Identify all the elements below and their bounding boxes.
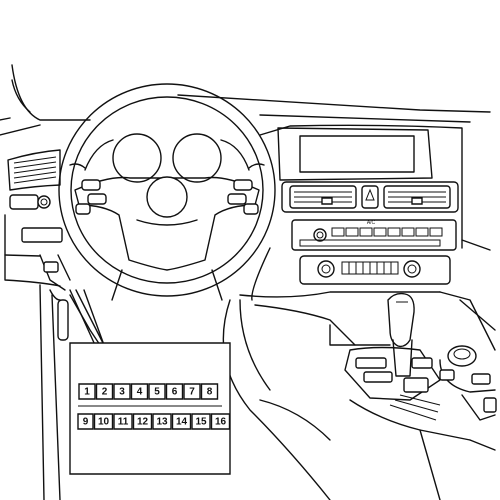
left-lower-panel [40, 255, 70, 290]
steering-wheel [59, 84, 275, 300]
ac-label: A/C [367, 220, 376, 226]
connector-pin-10: 10 [95, 414, 113, 429]
connector-pin-label: 2 [102, 387, 108, 398]
connector-pin-label: 1 [84, 387, 90, 398]
connector-pin-label: 12 [137, 417, 149, 428]
connector-pin-box [149, 384, 165, 399]
lower-cabin-lines [223, 300, 495, 500]
connector-pin-9: 9 [78, 414, 93, 429]
connector-pin-box [134, 414, 152, 429]
connector-pin-box [153, 414, 171, 429]
connector-pin-box [78, 414, 93, 429]
connector-pin-label: 14 [176, 417, 188, 428]
climate-control-panel: A/C [292, 220, 456, 284]
connector-pin-row-bottom: 9 10 11 12 13 14 15 16 [78, 414, 230, 429]
connector-pin-6: 6 [167, 384, 183, 399]
connector-pin-label: 7 [189, 387, 195, 398]
connector-pin-box [132, 384, 148, 399]
connector-pin-4: 4 [132, 384, 148, 399]
connector-pin-label: 4 [137, 387, 143, 398]
center-air-vents [282, 182, 458, 212]
center-display [278, 128, 432, 180]
connector-leader [70, 290, 104, 345]
connector-pin-15: 15 [192, 414, 210, 429]
connector-pin-box [97, 384, 113, 399]
connector-pin-box [212, 414, 230, 429]
connector-pin-1: 1 [79, 384, 95, 399]
connector-pin-label: 15 [195, 417, 207, 428]
connector-pin-label: 10 [98, 417, 110, 428]
connector-pin-2: 2 [97, 384, 113, 399]
connector-pin-13: 13 [153, 414, 171, 429]
footwell [40, 285, 104, 500]
connector-pin-label: 11 [118, 417, 129, 428]
center-console [240, 248, 495, 350]
connector-pin-label: 16 [215, 417, 227, 428]
dashboard-outline [5, 95, 490, 286]
a-pillar [0, 65, 90, 135]
connector-pin-label: 6 [172, 387, 178, 398]
connector-pin-16: 16 [212, 414, 230, 429]
connector-pin-label: 13 [156, 417, 168, 428]
connector-pin-5: 5 [149, 384, 165, 399]
connector-pin-box [173, 414, 191, 429]
connector-pin-box [79, 384, 95, 399]
connector-pin-12: 12 [134, 414, 152, 429]
connector-pin-label: 5 [154, 387, 160, 398]
left-air-vent [8, 150, 62, 242]
connector-pin-box [202, 384, 218, 399]
connector-pin-box [184, 384, 200, 399]
connector-pin-box [114, 384, 130, 399]
connector-pin-8: 8 [202, 384, 218, 399]
connector-pin-box [114, 414, 132, 429]
connector-pin-7: 7 [184, 384, 200, 399]
connector-pin-14: 14 [173, 414, 191, 429]
connector-pin-box [192, 414, 210, 429]
idrive-controller [440, 346, 496, 420]
connector-pin-label: 3 [119, 387, 125, 398]
gear-shifter [345, 294, 440, 420]
connector-pin-label: 9 [83, 417, 89, 428]
connector-pin-box [95, 414, 113, 429]
connector-pin-3: 3 [114, 384, 130, 399]
connector-pin-box [167, 384, 183, 399]
connector-pin-label: 8 [207, 387, 213, 398]
climate-buttons-row [300, 228, 442, 246]
connector-pin-11: 11 [114, 414, 132, 429]
